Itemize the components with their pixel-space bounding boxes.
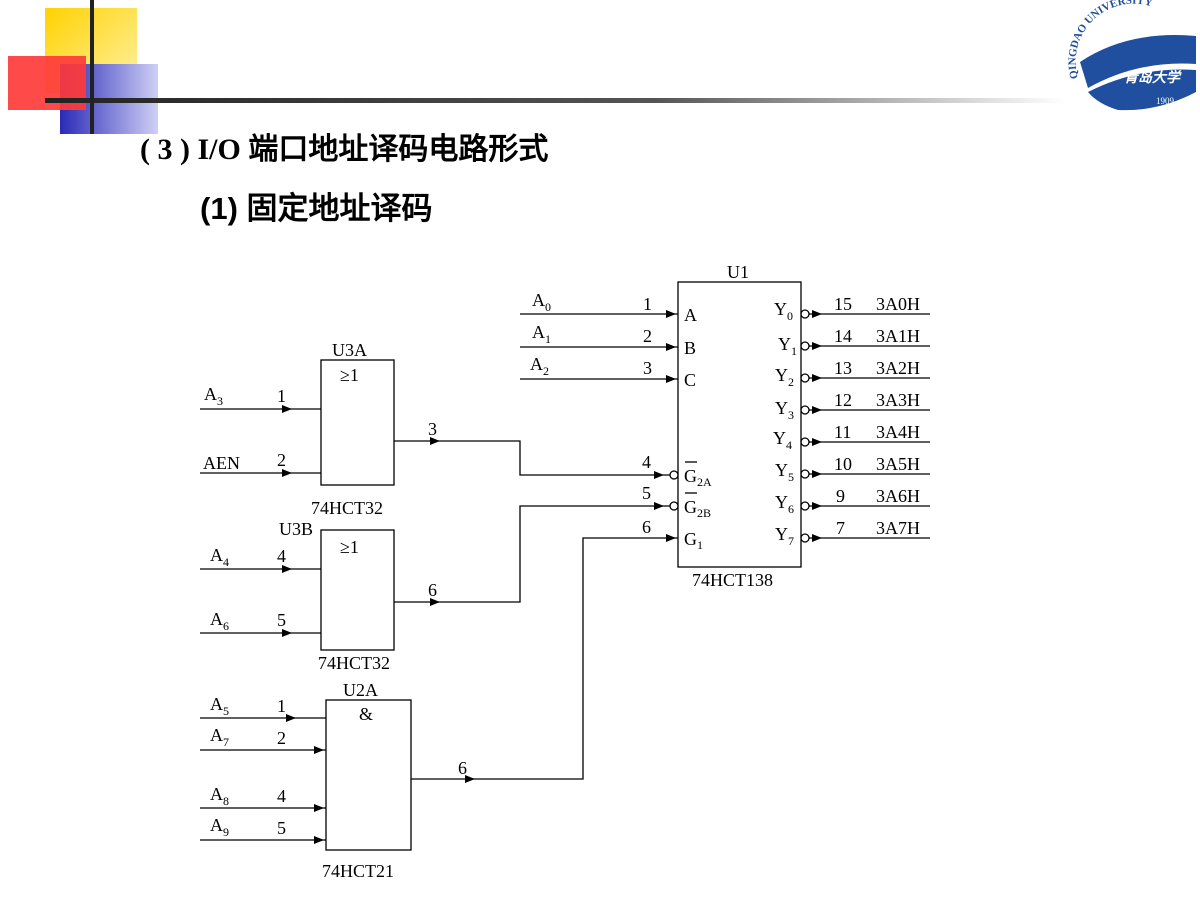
u2a-input-signal: A5: [210, 694, 229, 718]
u1-output-port: Y0: [774, 299, 793, 323]
slide-title: ( 3 ) I/O 端口地址译码电路形式: [140, 133, 549, 166]
u1-ref-label: U1: [727, 262, 749, 282]
u1-input-signal: A0: [532, 290, 551, 314]
u1-enable-port: G2A: [684, 466, 712, 489]
u3b-part-label: 74HCT32: [318, 653, 390, 673]
u3a-part-label: 74HCT32: [311, 498, 383, 518]
u1-output-address: 3A3H: [876, 390, 920, 410]
u3b-input-pin: 5: [277, 610, 286, 630]
u3a-symbol: ≥1: [340, 365, 359, 385]
deco-header-rule: [45, 98, 1065, 103]
u1-enable-pin: 4: [642, 452, 651, 472]
u2a-gate-body: [325, 699, 412, 851]
u3b-symbol: ≥1: [340, 537, 359, 557]
u3a-ref-label: U3A: [332, 340, 367, 360]
u1-enable-pin: 5: [642, 483, 651, 503]
svg-text:1909: 1909: [1156, 96, 1175, 106]
u2a-input-signal: A7: [210, 725, 229, 749]
u1-output-port: Y7: [775, 524, 794, 548]
u1-output-pin: 9: [836, 486, 845, 506]
u1-output-address: 3A4H: [876, 422, 920, 442]
u1-port-label: A: [684, 305, 697, 325]
u1-port-label: B: [684, 338, 696, 358]
u2a-input-signal: A9: [210, 815, 229, 839]
u1-output-address: 3A7H: [876, 518, 920, 538]
svg-text:青岛大学: 青岛大学: [1124, 69, 1182, 86]
u1-output-pin: 11: [834, 422, 851, 442]
u1-input-pin: 1: [643, 294, 652, 314]
u1-input-signal: A1: [532, 322, 551, 346]
u1-output-address: 3A2H: [876, 358, 920, 378]
u2a-part-label: 74HCT21: [322, 861, 394, 881]
u1-enable-port: G1: [684, 529, 703, 552]
u1-input-pin: 3: [643, 358, 652, 378]
u1-input-pin: 2: [643, 326, 652, 346]
u1-output-pin: 10: [834, 454, 852, 474]
u2a-symbol: &: [359, 704, 373, 724]
u1-output-address: 3A6H: [876, 486, 920, 506]
u1-output-port: Y6: [775, 492, 794, 516]
deco-vertical-bar: [90, 0, 94, 134]
u3a-input-pin: 1: [277, 386, 286, 406]
u1-part-label: 74HCT138: [692, 570, 773, 590]
u2a-ref-label: U2A: [343, 680, 378, 700]
u1-output-port: Y4: [773, 428, 792, 452]
u3a-input-pin: 2: [277, 450, 286, 470]
u1-enable-port: G2B: [684, 497, 711, 520]
u3a-input-signal: A3: [204, 384, 223, 408]
u3b-output-pin: 6: [428, 580, 437, 600]
u2a-input-signal: A8: [210, 784, 229, 808]
corner-decoration: [8, 0, 1065, 134]
u1-output-address: 3A1H: [876, 326, 920, 346]
u1-chip-body: [677, 281, 802, 568]
u3b-input-pin: 4: [277, 546, 286, 566]
u1-output-pin: 12: [834, 390, 852, 410]
university-logo: QINGDAO UNIVERSITY 青岛大学 1909: [1058, 0, 1200, 118]
u3b-input-signal: A6: [210, 609, 229, 633]
u1-output-port: Y2: [775, 365, 794, 389]
u3b-input-signal: A4: [210, 545, 229, 569]
u1-output-pin: 14: [834, 326, 852, 346]
u1-output-address: 3A5H: [876, 454, 920, 474]
u2a-input-pin: 5: [277, 818, 286, 838]
u2a-output-pin: 6: [458, 758, 467, 778]
u1-output-port: Y5: [775, 460, 794, 484]
u1-output-pin: 15: [834, 294, 852, 314]
u2a-input-pin: 1: [277, 696, 286, 716]
u2a-input-pin: 2: [277, 728, 286, 748]
u3a-output-pin: 3: [428, 419, 437, 439]
u1-output-pin: 7: [836, 518, 845, 538]
u3b-gate-body: [320, 529, 395, 651]
u1-output-address: 3A0H: [876, 294, 920, 314]
u3a-input-signal: AEN: [203, 453, 240, 473]
u1-output-port: Y3: [775, 398, 794, 422]
u2a-input-pin: 4: [277, 786, 286, 806]
u3a-gate-body: [320, 359, 395, 486]
u1-port-label: C: [684, 370, 696, 390]
u1-input-signal: A2: [530, 354, 549, 378]
u3b-ref-label: U3B: [279, 519, 313, 539]
u1-enable-pin: 6: [642, 517, 651, 537]
u1-output-port: Y1: [778, 334, 797, 358]
u1-output-pin: 13: [834, 358, 852, 378]
slide-subtitle: (1) 固定地址译码: [200, 191, 433, 226]
